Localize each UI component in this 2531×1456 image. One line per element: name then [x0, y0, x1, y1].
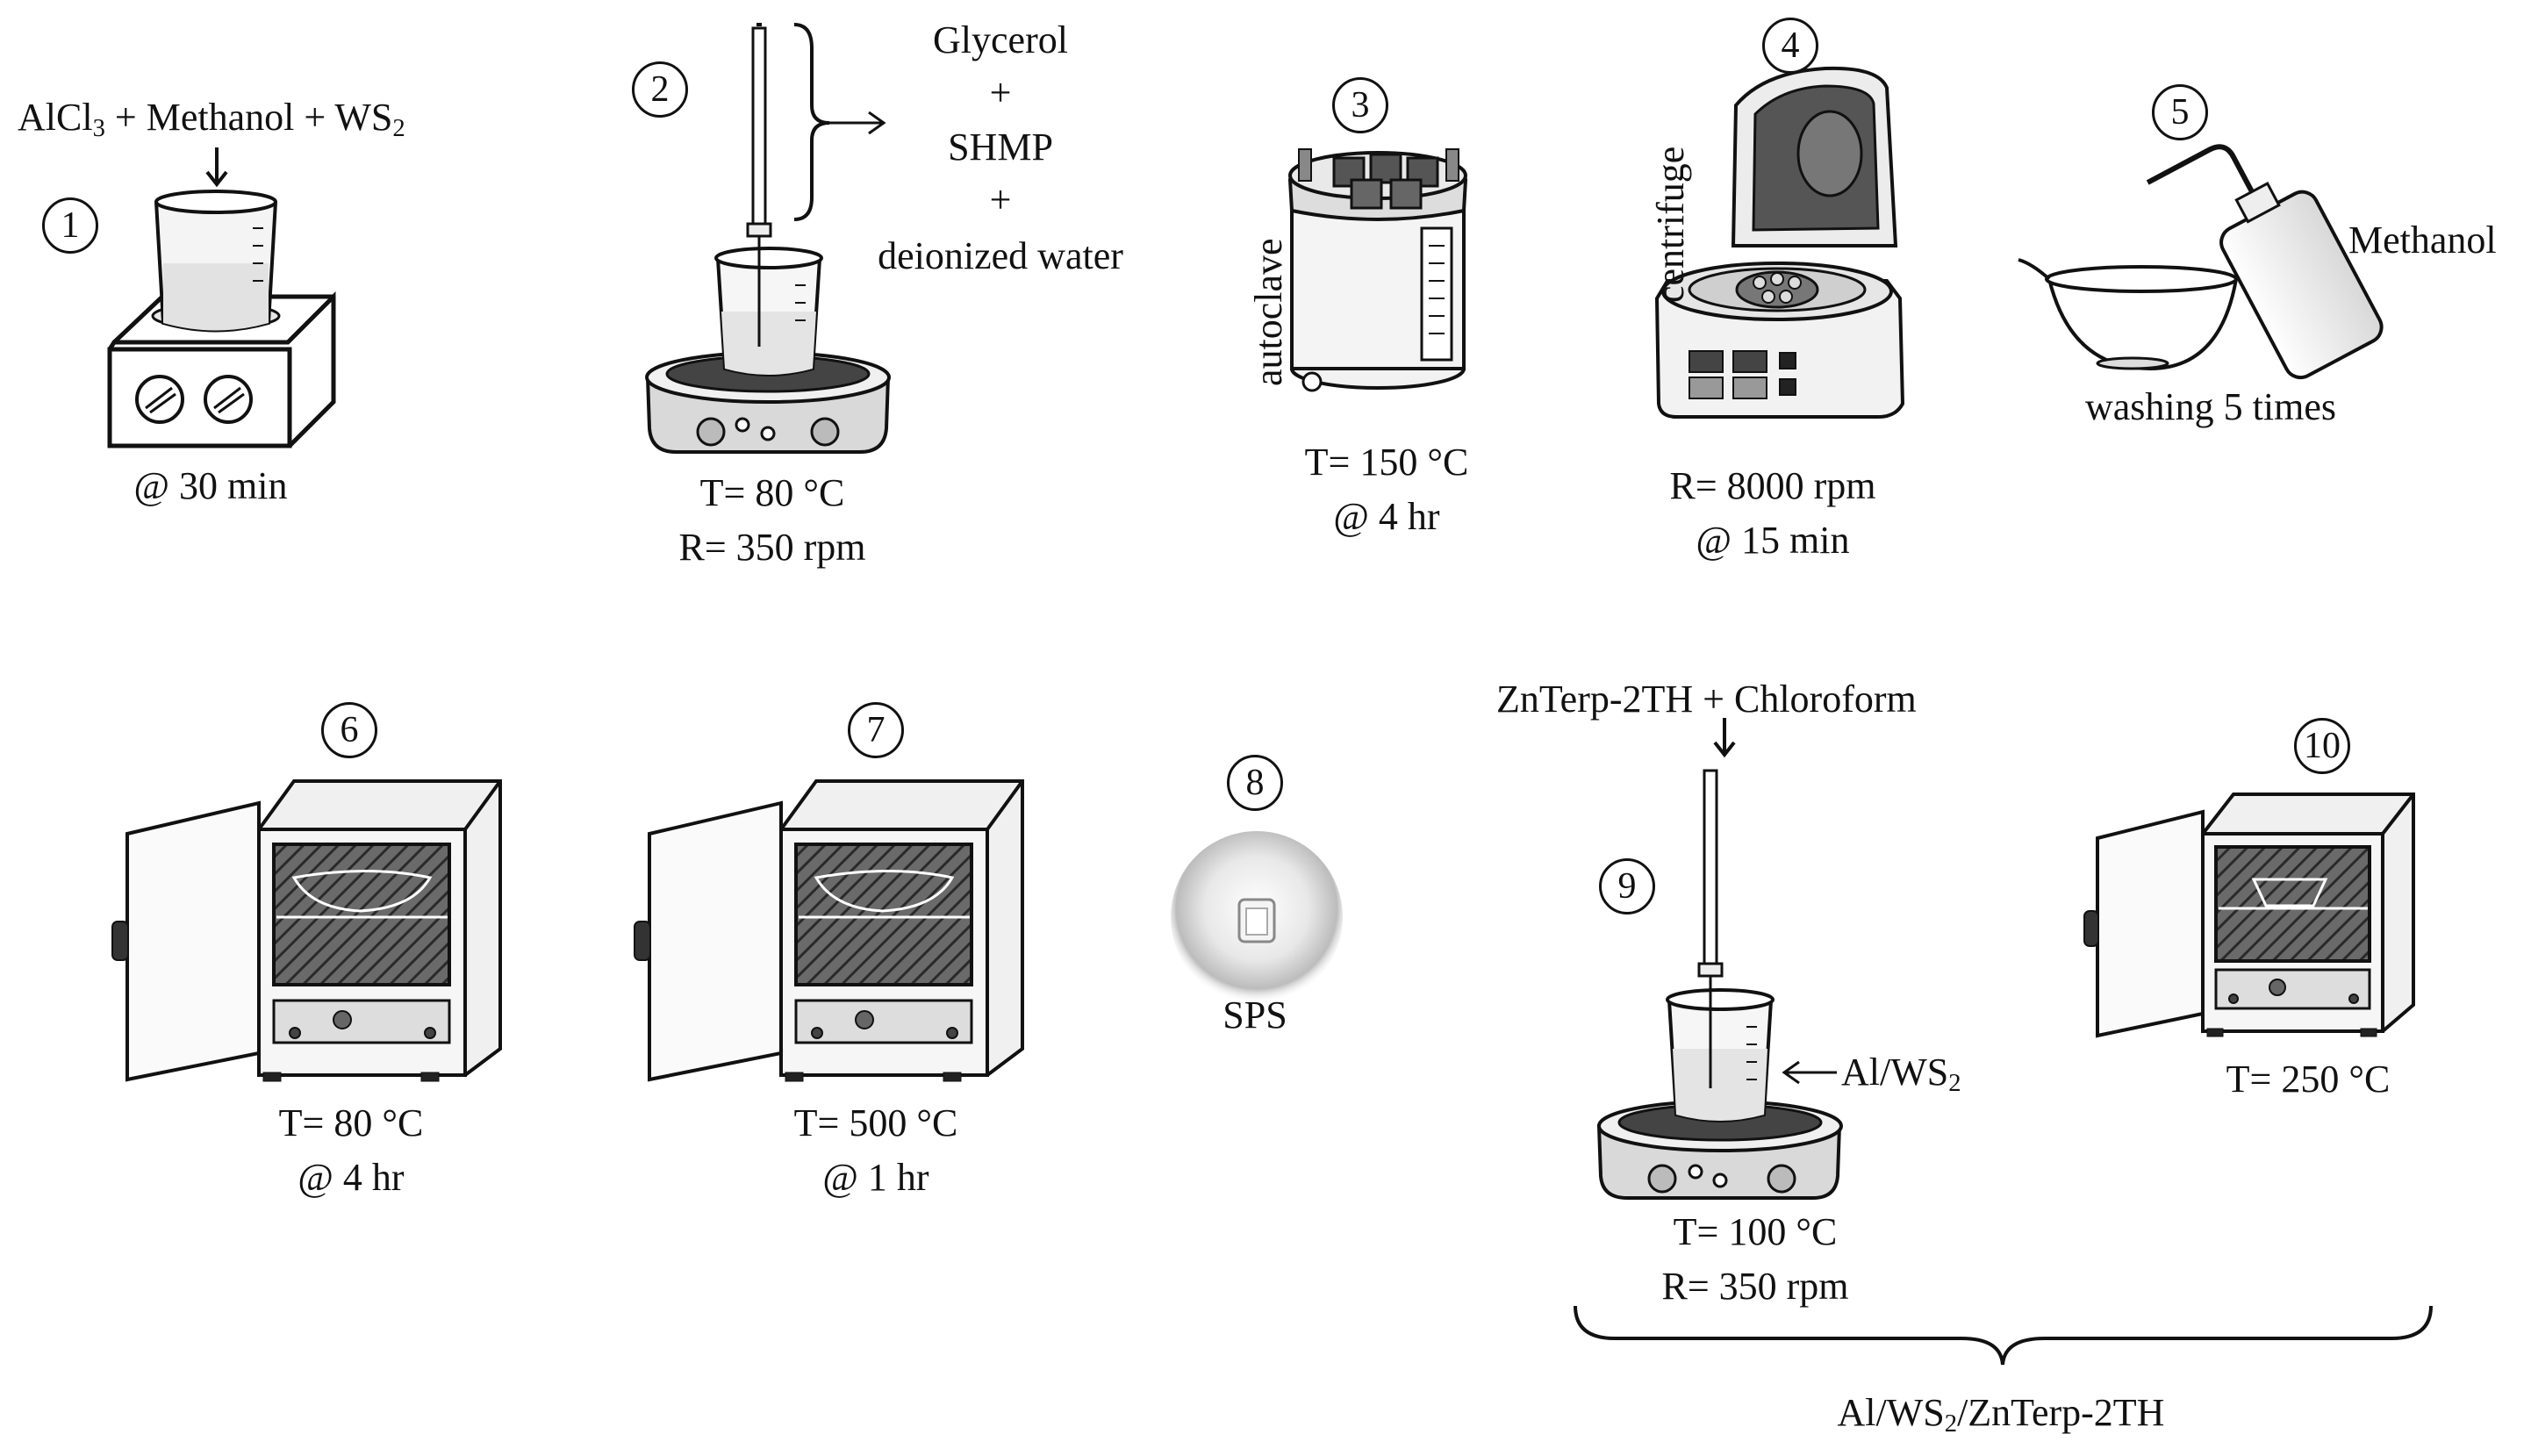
knob-icon	[1647, 1164, 1677, 1194]
step8-sps-sphere	[1171, 831, 1343, 1003]
step1-reagents: AlCl3 + Methanol + WS2	[18, 96, 405, 143]
step8-device-label: SPS	[1222, 993, 1287, 1036]
step4-speed: R= 8000 rpm	[1669, 464, 1876, 507]
step1-mixing-apparatus	[107, 147, 336, 448]
step2-additive-shmp: SHMP	[948, 126, 1053, 169]
step3-autoclave	[1287, 148, 1468, 392]
step9-content: Al/WS2	[1841, 1051, 1961, 1098]
step-2-number: 2	[632, 61, 688, 118]
bottom-brace	[1574, 1305, 2433, 1366]
step2-speed: R= 350 rpm	[678, 526, 866, 569]
step3-device-label: autoclave	[1247, 238, 1290, 386]
step9-hotplate-burette	[1596, 718, 1843, 1200]
knob-icon	[135, 375, 184, 424]
step5-reagent: Methanol	[2348, 219, 2497, 262]
step2-additive-water: deionized water	[878, 234, 1123, 277]
step-9-number: 9	[1599, 858, 1655, 914]
step2-additive-plus-1: +	[989, 71, 1012, 114]
knob-icon	[204, 375, 253, 424]
step7-time: @ 1 hr	[822, 1156, 929, 1199]
knob-icon	[696, 417, 726, 447]
knob-icon	[810, 417, 840, 447]
step1-time: @ 30 min	[133, 464, 288, 507]
step9-speed: R= 350 rpm	[1661, 1265, 1849, 1308]
step6-temperature: T= 80 °C	[278, 1101, 424, 1144]
step2-additive-plus-2: +	[989, 178, 1012, 221]
step6-time: @ 4 hr	[298, 1156, 405, 1199]
product-label: Al/WS2/ZnTerp-2TH	[1837, 1391, 2165, 1438]
step6-oven	[111, 779, 502, 1082]
step5-washing	[2018, 144, 2384, 380]
step-6-number: 6	[321, 702, 377, 758]
step-10-number: 10	[2294, 718, 2350, 774]
step2-hotplate-stirrer	[645, 23, 891, 454]
step7-temperature: T= 500 °C	[793, 1101, 958, 1144]
step3-time: @ 4 hr	[1333, 495, 1440, 538]
step-5-number: 5	[2152, 84, 2208, 140]
step10-oven	[2083, 793, 2415, 1038]
step2-additive-glycerol: Glycerol	[933, 18, 1068, 61]
step9-reagents: ZnTerp-2TH + Chloroform	[1496, 678, 1917, 721]
step-3-number: 3	[1332, 77, 1388, 133]
step4-centrifuge	[1654, 66, 1905, 419]
step-8-number: 8	[1227, 755, 1283, 811]
step4-time: @ 15 min	[1696, 519, 1850, 562]
step10-temperature: T= 250 °C	[2226, 1058, 2391, 1101]
step4-device-label: centrifuge	[1649, 146, 1692, 303]
knob-icon	[1767, 1164, 1796, 1194]
step7-oven	[634, 779, 1024, 1082]
step-7-number: 7	[848, 702, 904, 758]
step2-temperature: T= 80 °C	[699, 471, 845, 514]
step-1-number: 1	[42, 197, 98, 254]
step5-washing: washing 5 times	[2085, 385, 2336, 428]
step-4-number: 4	[1762, 18, 1818, 74]
step9-temperature: T= 100 °C	[1673, 1210, 1838, 1253]
step3-temperature: T= 150 °C	[1304, 441, 1469, 484]
